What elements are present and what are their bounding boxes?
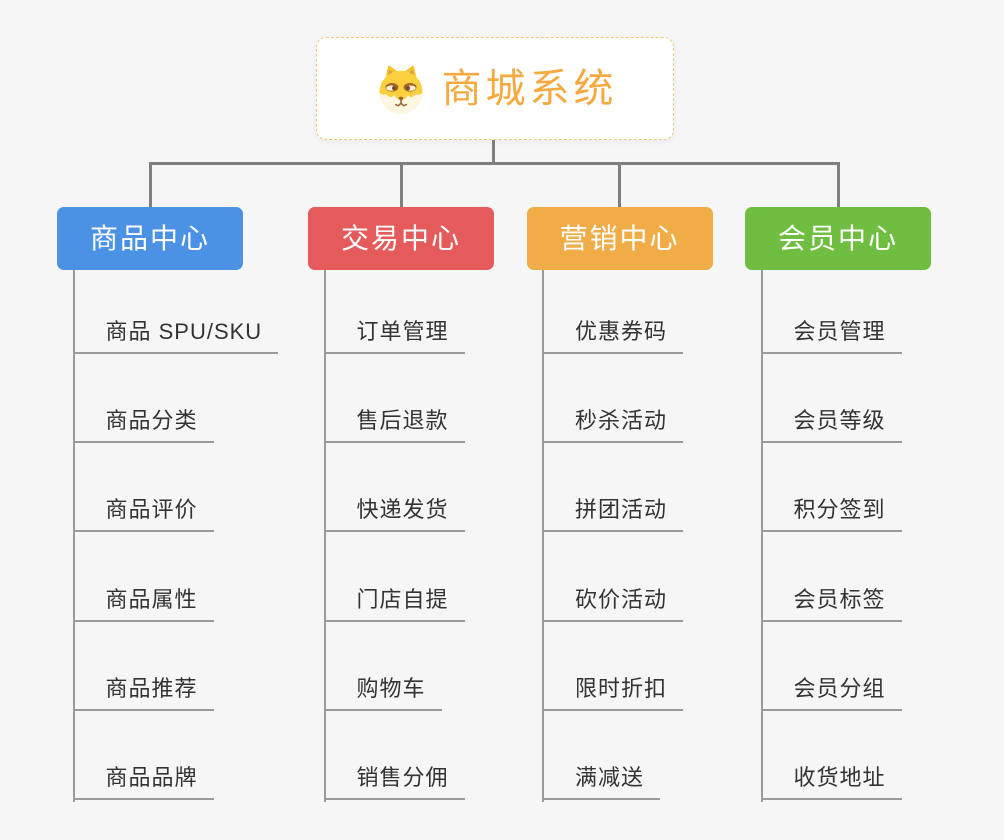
branch-spine-line-3 bbox=[760, 270, 763, 802]
branch-node-1[interactable]: 交易中心 bbox=[308, 207, 494, 270]
branch-drop-line-3 bbox=[836, 162, 840, 207]
leaf-node[interactable]: 限时折扣 bbox=[542, 673, 684, 711]
bus-line bbox=[148, 162, 840, 165]
branch-spine-line-2 bbox=[542, 270, 544, 802]
leaf-node[interactable]: 会员管理 bbox=[760, 316, 902, 354]
leaf-node[interactable]: 会员标签 bbox=[760, 584, 902, 622]
root-title: 商城系统 bbox=[441, 66, 618, 111]
leaf-node[interactable]: 收货地址 bbox=[760, 762, 902, 800]
branch-label: 营销中心 bbox=[559, 222, 680, 254]
leaf-node[interactable]: 订单管理 bbox=[323, 316, 465, 354]
leaf-node[interactable]: 商品品牌 bbox=[72, 762, 214, 800]
leaf-node[interactable]: 商品推荐 bbox=[72, 673, 214, 711]
leaf-node[interactable]: 门店自提 bbox=[323, 584, 465, 622]
leaf-node[interactable]: 商品 SPU/SKU bbox=[72, 316, 279, 354]
leaf-node[interactable]: 销售分佣 bbox=[323, 762, 465, 800]
branch-drop-line-0 bbox=[148, 162, 152, 207]
branch-label: 会员中心 bbox=[777, 222, 898, 254]
branch-spine-line-0 bbox=[72, 270, 75, 802]
leaf-node[interactable]: 商品评价 bbox=[72, 494, 214, 532]
leaf-node[interactable]: 售后退款 bbox=[323, 405, 465, 443]
leaf-node[interactable]: 会员等级 bbox=[760, 405, 902, 443]
leaf-node[interactable]: 商品分类 bbox=[72, 405, 214, 443]
branch-label: 商品中心 bbox=[89, 222, 210, 254]
branch-drop-line-2 bbox=[618, 162, 621, 207]
branch-node-0[interactable]: 商品中心 bbox=[57, 207, 243, 270]
leaf-node[interactable]: 购物车 bbox=[323, 673, 442, 711]
leaf-node[interactable]: 满减送 bbox=[542, 762, 661, 800]
dog-icon bbox=[373, 63, 429, 115]
branch-spine-line-1 bbox=[323, 270, 326, 802]
branch-label: 交易中心 bbox=[340, 222, 461, 254]
leaf-node[interactable]: 拼团活动 bbox=[542, 494, 684, 532]
leaf-node[interactable]: 砍价活动 bbox=[542, 584, 684, 622]
branch-node-3[interactable]: 会员中心 bbox=[745, 207, 931, 270]
leaf-node[interactable]: 优惠券码 bbox=[542, 316, 684, 354]
leaf-node[interactable]: 商品属性 bbox=[72, 584, 214, 622]
root-node[interactable]: 商城系统 bbox=[316, 37, 674, 140]
leaf-node[interactable]: 积分签到 bbox=[760, 494, 902, 532]
root-stem-line bbox=[492, 140, 495, 165]
leaf-node[interactable]: 快递发货 bbox=[323, 494, 465, 532]
branch-drop-line-1 bbox=[399, 162, 403, 207]
leaf-node[interactable]: 秒杀活动 bbox=[542, 405, 684, 443]
branch-node-2[interactable]: 营销中心 bbox=[526, 207, 713, 270]
leaf-node[interactable]: 会员分组 bbox=[760, 673, 902, 711]
